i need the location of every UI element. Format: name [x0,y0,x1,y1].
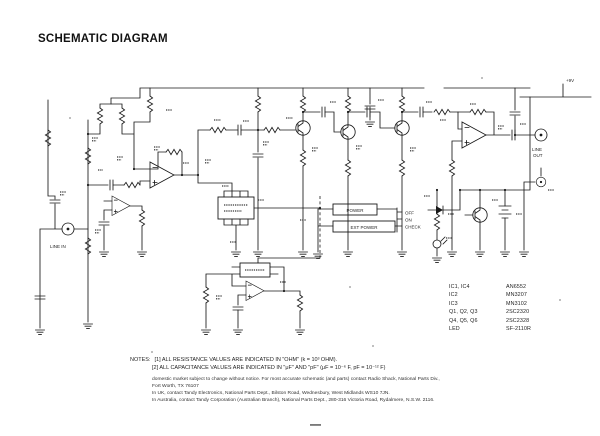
ext-power-box-label: EXT POWER [351,225,379,230]
power-box [332,203,378,216]
led-symbol [432,239,442,249]
battery-symbol [498,205,512,219]
op-amp-symbol [111,195,131,216]
page-number-marker: — [310,419,321,431]
parts-table-row: IC3 MN3102 [449,300,531,308]
parts-table-row: Q4, Q5, Q6 2SC2328 [449,317,531,325]
part-value: SF-2110R [506,326,531,333]
component-label-noise [60,99,554,300]
parts-table-row: Q1, Q2, Q3 2SC2320 [449,308,531,316]
line-in-label: LINE IN [50,244,66,249]
transistor-symbol [394,120,410,136]
output-stage: LINE OUT [447,87,548,257]
switch-position-label: OFF [405,211,414,216]
part-designator: Q1, Q2, Q3 [449,309,478,316]
part-designator: LED [449,326,460,333]
part-designator: Q4, Q5, Q6 [449,317,478,324]
part-designator: IC3 [449,300,458,307]
parts-table-row: LED SF-2110R [449,325,531,333]
bbd-section [197,174,321,335]
fine-print-line: domestic market subject to change withou… [152,377,440,383]
power-section: POWER EXT POWER OFF ON CHECK [313,96,531,263]
ext-power-box [332,220,396,233]
parts-table-row: IC1, IC4 AN6552 [449,283,531,291]
op-amp-symbol [461,121,487,149]
power-switch: OFF ON CHECK [405,211,421,230]
power-box-label: POWER [346,208,364,213]
part-value: AN6552 [506,284,527,290]
input-stage: LINE IN [34,99,89,335]
line-out-label: LINE [532,147,542,152]
aux-jack [535,176,547,188]
part-designator: IC1, IC4 [449,284,470,290]
fine-print-line: In Australia, contact Tandy Corporation … [152,398,435,404]
transistor-symbol [472,207,488,223]
fine-print-line: In UK, contact Tandy Electronics, Nation… [152,391,390,397]
part-value: 2SC2320 [506,309,530,316]
page-title: SCHEMATIC DIAGRAM [38,33,168,45]
supply-label: +9V [566,78,574,83]
note-line: [1] ALL RESISTANCE VALUES ARE INDICATED … [154,357,338,363]
part-value: MN3102 [506,300,527,307]
ic-box [239,262,271,278]
notes-block: NOTES: [1] ALL RESISTANCE VALUES ARE IND… [130,357,592,404]
op-amp-symbol [149,161,175,189]
parts-table-row: IC2 MN3207 [449,291,531,299]
scan-speckles [69,77,561,353]
transistor-stage [197,87,463,257]
junction-dots [86,110,517,293]
line-in-jack [61,222,75,236]
fine-print: domestic market subject to change withou… [152,376,592,404]
part-designator: IC2 [449,292,458,299]
ic-box [217,196,255,220]
note-line: [2] ALL CAPACITANCE VALUES ARE INDICATED… [152,364,386,371]
preamp-stage [83,87,199,329]
fine-print-line: Fort Worth, TX 76107 [152,384,199,390]
part-value: 2SC2328 [506,317,530,324]
op-amp-symbol [245,280,265,301]
notes-heading: NOTES: [130,357,151,363]
part-value: MN3207 [506,292,527,299]
transistor-symbol [295,120,311,136]
power-rails: +9V [110,78,592,105]
switch-position-label: CHECK [405,225,421,230]
transistor-symbol [340,124,356,140]
switch-position-label: ON [405,218,412,223]
diode-symbol [435,205,444,215]
line-out-jack [534,128,548,142]
line-out-label: OUT [533,153,543,158]
parts-table: IC1, IC4 AN6552 IC2 MN3207 IC3 MN3102 Q1… [449,283,531,333]
